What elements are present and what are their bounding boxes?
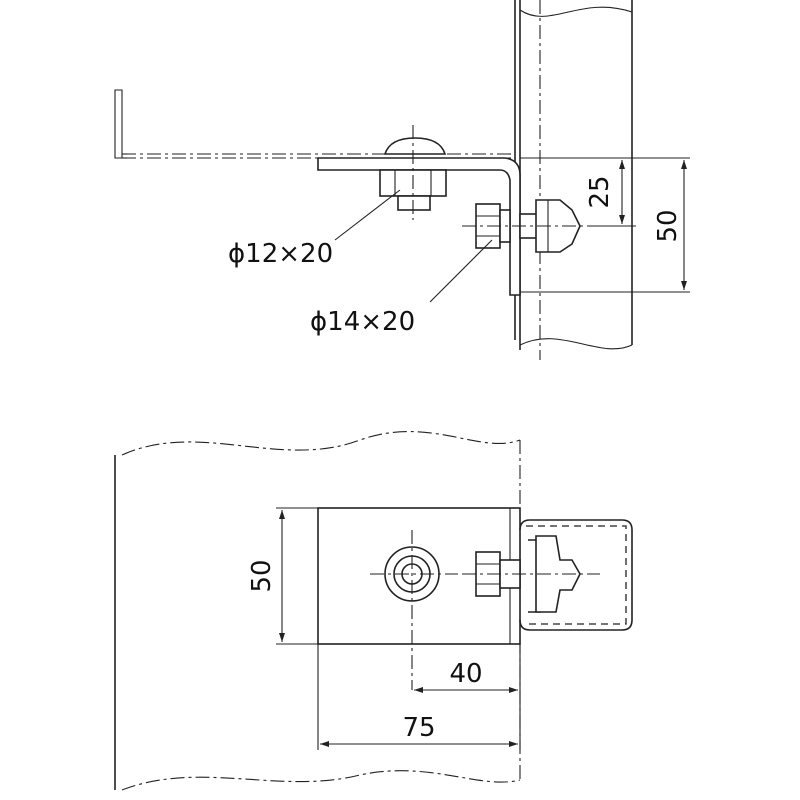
bolt-14-label: ϕ14×20 xyxy=(310,307,415,337)
side-view: 25 50 ϕ12×20 ϕ14×20 xyxy=(114,0,690,360)
dim-40-label: 40 xyxy=(449,659,482,689)
bolt-12-label: ϕ12×20 xyxy=(228,239,333,269)
leaders: ϕ12×20 ϕ14×20 xyxy=(228,189,493,337)
bolt-14-front xyxy=(462,535,600,613)
dim-front: 50 40 75 xyxy=(247,507,521,750)
phantom-plate xyxy=(114,89,515,159)
dim-50-front-label: 50 xyxy=(247,559,277,592)
l-bracket xyxy=(317,157,521,296)
bolt-14 xyxy=(462,199,600,253)
dim-50-side-label: 50 xyxy=(653,209,683,242)
dim-vertical: 25 50 xyxy=(520,157,690,293)
front-view: 50 40 75 xyxy=(114,431,633,791)
dim-75-label: 75 xyxy=(402,713,435,743)
dim-25-label: 25 xyxy=(585,175,615,208)
bolt-12-front xyxy=(370,530,458,690)
bolt-12 xyxy=(379,125,447,220)
